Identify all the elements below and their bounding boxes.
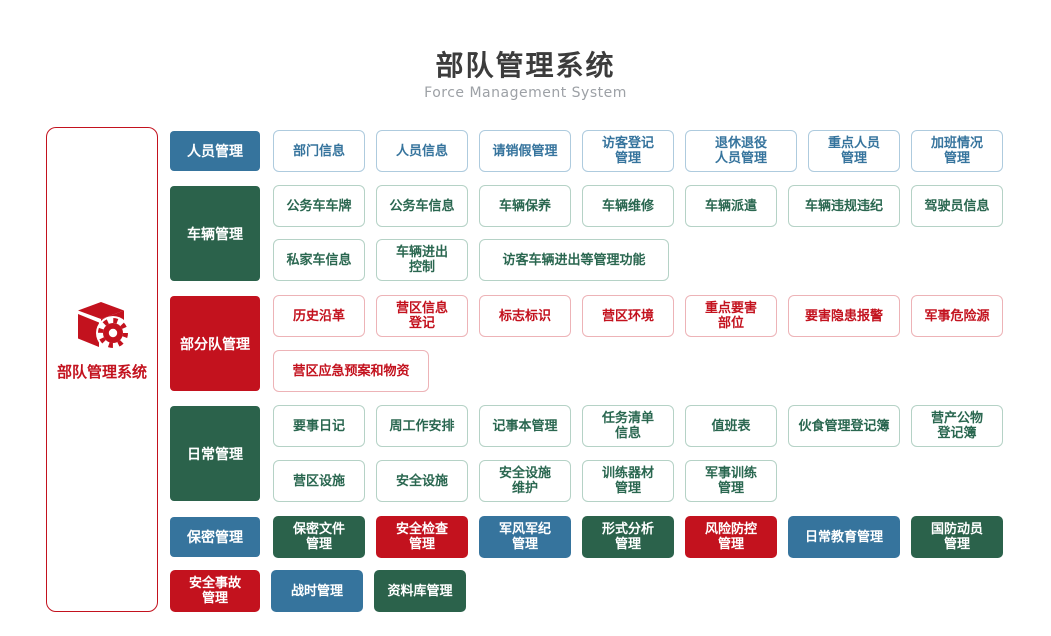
module-item: 加班情况 管理 — [911, 130, 1003, 172]
category-daily: 日常管理 — [170, 406, 260, 501]
page-subtitle: Force Management System — [424, 85, 627, 101]
daily-row-1: 要事日记 周工作安排 记事本管理 任务清单 信息 值班表 伙食管理登记簿 营产公… — [273, 403, 1003, 449]
module-item: 任务清单 信息 — [582, 405, 674, 447]
module-item: 周工作安排 — [376, 405, 468, 447]
personnel-row: 部门信息 人员信息 请销假管理 访客登记 管理 退休退役 人员管理 重点人员 管… — [273, 128, 1003, 174]
module-item-solid: 安全检查 管理 — [376, 516, 468, 558]
module-item: 营区环境 — [582, 295, 674, 337]
category-personnel: 人员管理 — [170, 131, 260, 171]
solid-row-2: 安全事故 管理 战时管理 资料库管理 — [170, 568, 466, 614]
category-vehicle: 车辆管理 — [170, 186, 260, 281]
module-item: 记事本管理 — [479, 405, 571, 447]
module-item: 车辆进出 控制 — [376, 239, 468, 281]
module-item: 伙食管理登记簿 — [788, 405, 900, 447]
module-item: 驾驶员信息 — [911, 185, 1003, 227]
module-item: 人员信息 — [376, 130, 468, 172]
root-system-label: 部队管理系统 — [56, 363, 147, 381]
module-item: 访客登记 管理 — [582, 130, 674, 172]
module-item: 公务车车牌 — [273, 185, 365, 227]
daily-row-2: 营区设施 安全设施 安全设施 维护 训练器材 管理 军事训练 管理 — [273, 458, 777, 504]
module-item-solid: 资料库管理 — [374, 570, 466, 612]
module-item: 重点人员 管理 — [808, 130, 900, 172]
module-item-solid: 形式分析 管理 — [582, 516, 674, 558]
module-item: 车辆维修 — [582, 185, 674, 227]
module-item: 公务车信息 — [376, 185, 468, 227]
module-item-solid: 风险防控 管理 — [685, 516, 777, 558]
module-item-solid: 军风军纪 管理 — [479, 516, 571, 558]
cube-gear-icon — [77, 302, 129, 349]
module-item: 访客车辆进出等管理功能 — [479, 239, 669, 281]
module-item: 标志标识 — [479, 295, 571, 337]
module-item-solid: 日常教育管理 — [788, 516, 900, 558]
module-item: 要事日记 — [273, 405, 365, 447]
module-item: 军事训练 管理 — [685, 460, 777, 502]
module-item: 重点要害 部位 — [685, 295, 777, 337]
module-item: 车辆保养 — [479, 185, 571, 227]
solid-row-1: 保密文件 管理 安全检查 管理 军风军纪 管理 形式分析 管理 风险防控 管理 … — [273, 514, 1003, 560]
module-item: 私家车信息 — [273, 239, 365, 281]
module-item: 要害隐患报警 — [788, 295, 900, 337]
page-title: 部队管理系统 — [435, 49, 616, 82]
vehicle-row-1: 公务车车牌 公务车信息 车辆保养 车辆维修 车辆派遣 车辆违规违纪 驾驶员信息 — [273, 183, 1003, 229]
vehicle-row-2: 私家车信息 车辆进出 控制 访客车辆进出等管理功能 — [273, 237, 669, 283]
module-item-solid: 国防动员 管理 — [911, 516, 1003, 558]
module-item: 训练器材 管理 — [582, 460, 674, 502]
module-item: 历史沿革 — [273, 295, 365, 337]
module-item: 退休退役 人员管理 — [685, 130, 797, 172]
module-item: 安全设施 — [376, 460, 468, 502]
module-item: 安全设施 维护 — [479, 460, 571, 502]
module-item-solid: 保密文件 管理 — [273, 516, 365, 558]
module-item: 营区应急预案和物资 — [273, 350, 429, 392]
module-item: 营产公物 登记簿 — [911, 405, 1003, 447]
subunit-row-1: 历史沿革 营区信息 登记 标志标识 营区环境 重点要害 部位 要害隐患报警 军事… — [273, 293, 1003, 339]
root-system-panel: 部队管理系统 — [46, 127, 158, 612]
module-item: 军事危险源 — [911, 295, 1003, 337]
module-item: 值班表 — [685, 405, 777, 447]
module-item: 营区信息 登记 — [376, 295, 468, 337]
category-secrecy: 保密管理 — [170, 517, 260, 557]
module-item: 车辆派遣 — [685, 185, 777, 227]
module-item: 部门信息 — [273, 130, 365, 172]
category-subunit: 部分队管理 — [170, 296, 260, 391]
module-item: 车辆违规违纪 — [788, 185, 900, 227]
root-system-content: 部队管理系统 — [57, 301, 147, 382]
module-item-solid: 安全事故 管理 — [170, 570, 260, 612]
module-item-solid: 战时管理 — [271, 570, 363, 612]
subunit-row-2: 营区应急预案和物资 — [273, 348, 429, 394]
module-item: 营区设施 — [273, 460, 365, 502]
module-item: 请销假管理 — [479, 130, 571, 172]
